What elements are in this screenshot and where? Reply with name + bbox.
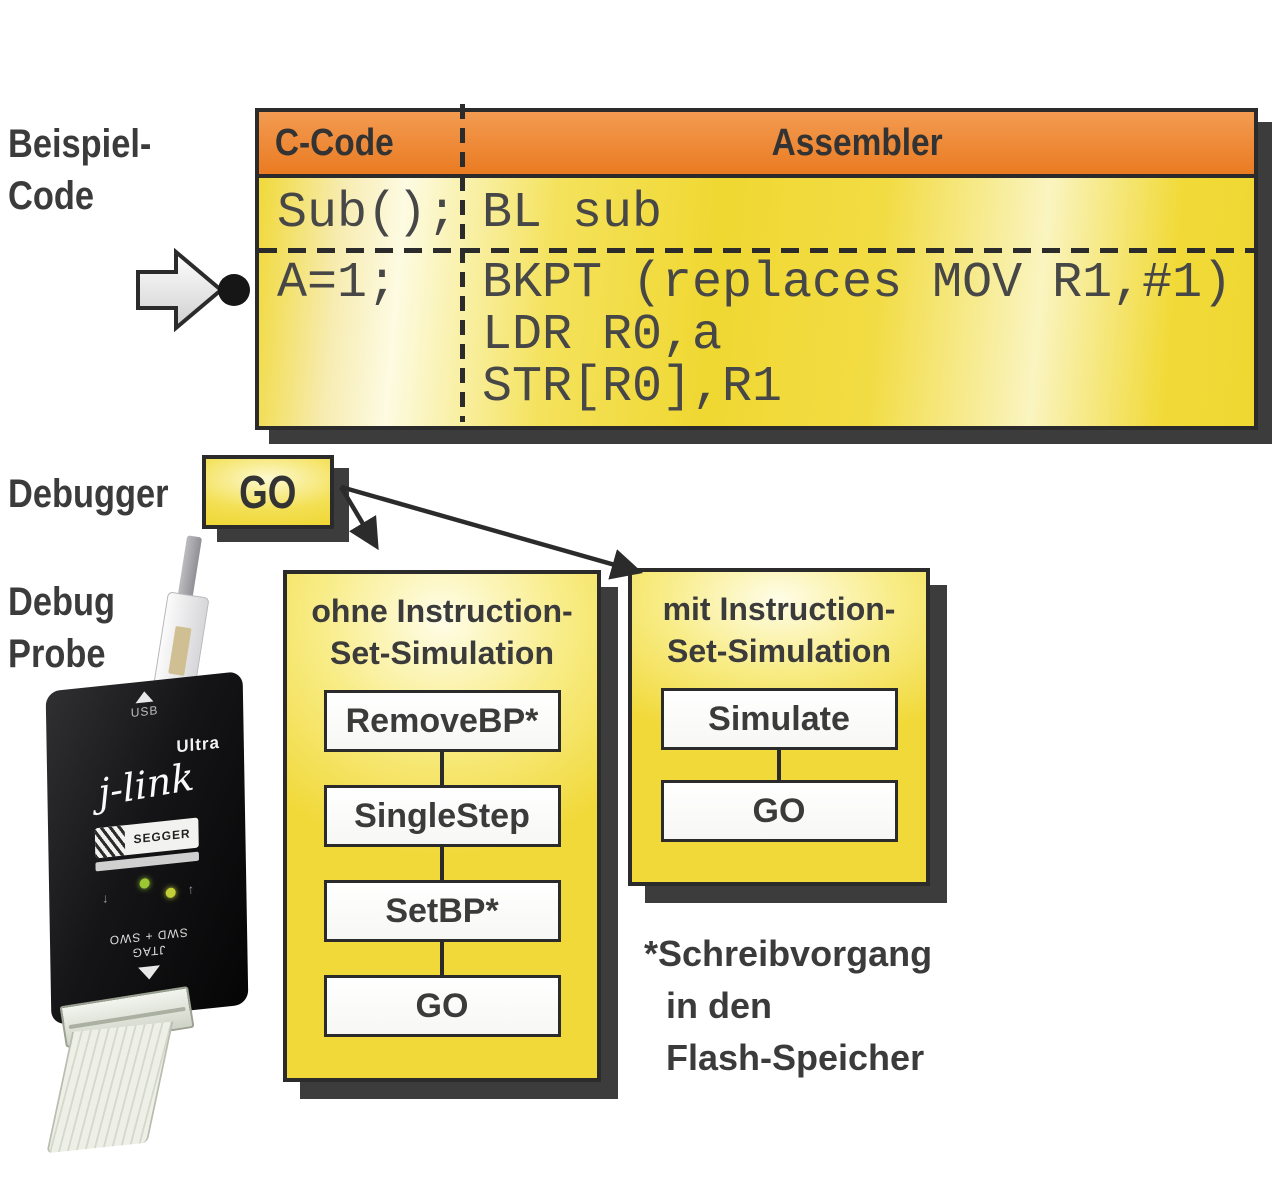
assembler-cell: BL sub <box>482 184 663 242</box>
debugger-go-box: GO <box>202 455 334 529</box>
usb-port-label: USB <box>130 703 159 720</box>
debugger-go-label: GO <box>239 466 297 518</box>
row-divider-dashed <box>259 248 1254 253</box>
column-divider-dashed <box>460 104 465 422</box>
table-row: Sub(); BL sub <box>259 178 1254 248</box>
debug-probe-label-line2: Probe <box>8 632 106 676</box>
jlink-logo: j-link <box>96 754 196 816</box>
flow-steps: Simulate GO <box>632 688 926 842</box>
assembler-line: BKPT (replaces MOV R1,#1) <box>482 255 1233 312</box>
green-led <box>139 877 150 889</box>
flash-write-footnote: *Schreibvorgang in den Flash-Speicher <box>644 928 932 1084</box>
led-glyph-up-icon: ↑ <box>187 881 195 898</box>
led-glyph-down-icon: ↓ <box>101 890 109 907</box>
usb-plug-contacts <box>168 625 192 676</box>
flow-steps: RemoveBP* SingleStep SetBP* GO <box>287 690 597 1037</box>
example-code-label: Beispiel- Code <box>8 118 151 222</box>
c-code-cell: A=1; <box>277 255 398 312</box>
header-cell-assembler: Assembler <box>771 121 943 164</box>
flow-step-label: GO <box>415 986 469 1025</box>
flow-step-label: SingleStep <box>354 796 530 835</box>
footnote-line3: Flash-Speicher <box>666 1037 925 1078</box>
debugger-label: Debugger <box>8 468 169 520</box>
probe-model-label: Ultra <box>176 732 221 757</box>
segger-logo-text: SEGGER <box>133 826 191 847</box>
code-table-body: Sub(); BL sub A=1; BKPT (replaces MOV R1… <box>259 104 1254 422</box>
flow-step-label: RemoveBP* <box>345 701 539 740</box>
go-arrow-to-without-panel <box>339 485 379 551</box>
example-code-label-line2: Code <box>8 174 94 218</box>
flow-step-go: GO <box>323 975 561 1037</box>
assembler-line: STR[R0],R1 <box>482 359 783 416</box>
flow-connector <box>440 942 444 975</box>
flow-step-label: GO <box>752 791 806 830</box>
panel-title-line1: ohne Instruction- <box>311 593 573 629</box>
panel-title: mit Instruction- Set-Simulation <box>632 588 926 672</box>
example-code-label-line1: Beispiel- <box>8 122 152 166</box>
flow-panel-with-simulation: mit Instruction- Set-Simulation Simulate… <box>628 568 930 886</box>
debug-probe-label: Debug Probe <box>8 576 115 680</box>
go-arrow-to-with-panel <box>340 484 643 580</box>
flow-step-simulate: Simulate <box>660 688 898 750</box>
flow-panel-without-simulation: ohne Instruction- Set-Simulation RemoveB… <box>283 570 601 1082</box>
flow-step-setbp: SetBP* <box>323 880 561 942</box>
down-triangle-icon <box>138 965 161 981</box>
flow-step-label: Simulate <box>708 699 850 738</box>
usb-up-triangle-icon <box>135 690 154 704</box>
status-leds: ↓ ↑ <box>88 872 208 915</box>
assembler-line: LDR R0,a <box>482 307 723 364</box>
flow-step-removebp: RemoveBP* <box>323 690 561 752</box>
probe-body: USB Ultra j-link SEGGER ↓ ↑ JTAG SWD + S… <box>45 671 249 1025</box>
code-table-header: C-Code Assembler <box>259 112 1254 178</box>
debugger-label-text: Debugger <box>8 472 169 516</box>
c-code-cell: Sub(); <box>277 184 458 242</box>
assembler-cell: BKPT (replaces MOV R1,#1) LDR R0,a STR[R… <box>460 258 1254 422</box>
segger-stripes-icon <box>94 825 126 859</box>
panel-title-line2: Set-Simulation <box>329 635 554 671</box>
footnote-line1: *Schreibvorgang <box>644 933 933 974</box>
flow-connector <box>440 752 444 785</box>
panel-title-line1: mit Instruction- <box>662 591 896 627</box>
pointer-arrow-icon <box>136 247 225 333</box>
jtag-port-label: JTAG SWD + SWO <box>109 924 188 962</box>
footnote-line2: in den <box>666 985 772 1026</box>
debug-probe-photo: USB Ultra j-link SEGGER ↓ ↑ JTAG SWD + S… <box>30 535 300 1154</box>
flow-step-singlestep: SingleStep <box>323 785 561 847</box>
table-row: A=1; BKPT (replaces MOV R1,#1) LDR R0,a … <box>259 258 1254 422</box>
flow-connector <box>777 750 781 780</box>
code-table: C-Code Assembler Sub(); BL sub A=1; BKPT… <box>255 104 1258 430</box>
panel-title: ohne Instruction- Set-Simulation <box>287 590 597 674</box>
flow-step-go: GO <box>660 780 898 842</box>
yellow-led <box>165 887 176 899</box>
flow-step-label: SetBP* <box>385 891 499 930</box>
flow-connector <box>440 847 444 880</box>
header-cell-c-code: C-Code <box>274 121 394 164</box>
debug-probe-label-line1: Debug <box>8 580 116 624</box>
breakpoint-dot <box>218 274 250 306</box>
panel-title-line2: Set-Simulation <box>666 633 891 669</box>
